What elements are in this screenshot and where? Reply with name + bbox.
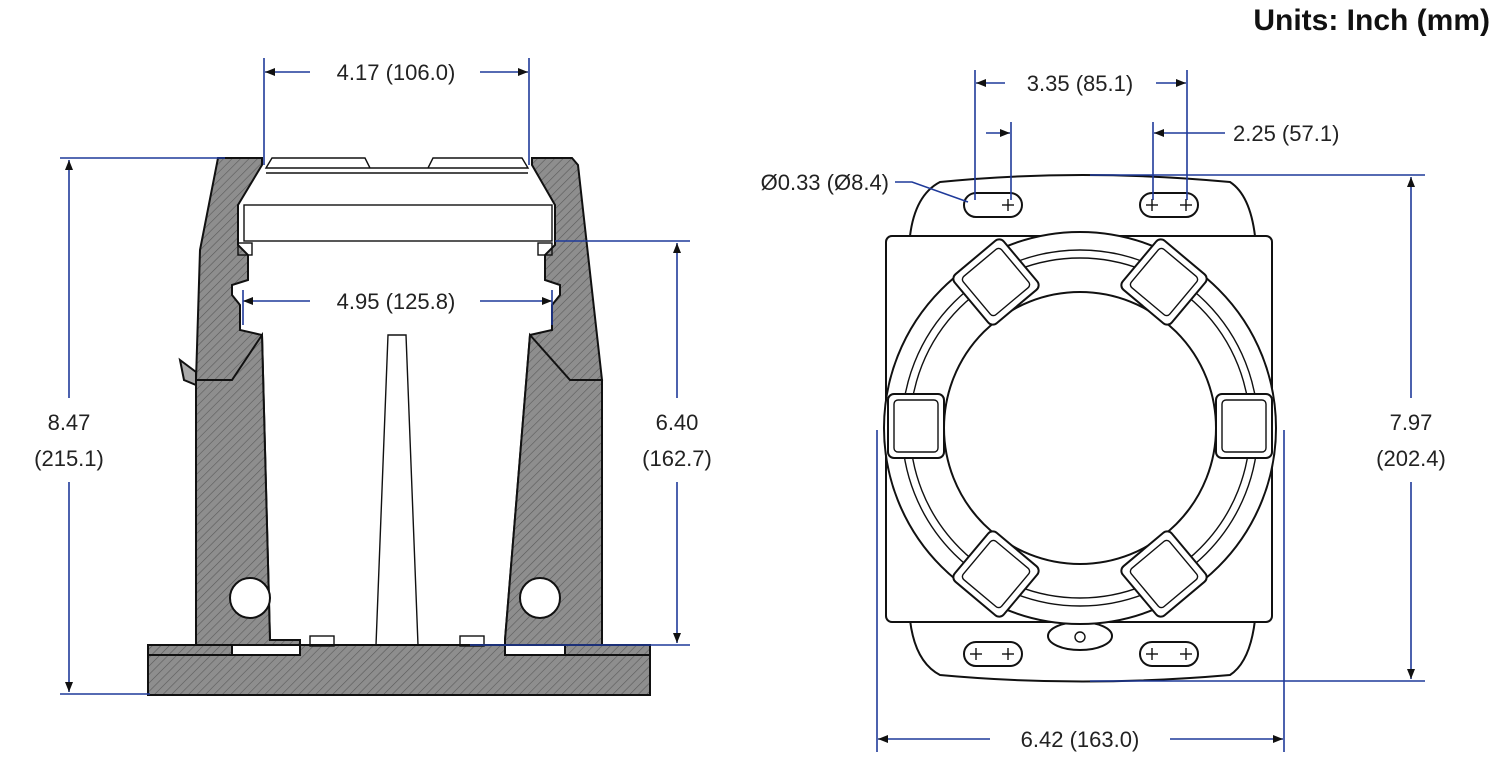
mounting-slots: [963, 192, 1199, 667]
side-section-view: [147, 157, 651, 696]
left-mount-hole: [229, 577, 271, 619]
plan-height-mm: (202.4): [1376, 446, 1446, 471]
slot-span-label: 3.35 (85.1): [1027, 71, 1133, 96]
inner-height-in: 6.40: [656, 410, 699, 435]
units-label: Units: Inch (mm): [1253, 4, 1490, 37]
right-mount-hole: [519, 577, 561, 619]
lens: [243, 204, 553, 242]
hole-diameter-label: Ø0.33 (Ø8.4): [761, 170, 889, 195]
center-reflector: [375, 334, 419, 646]
plan-dimensions: 3.35 (85.1) 2.25 (57.1) Ø0.33 (Ø8.4) 7.9…: [761, 70, 1446, 752]
plan-width-label: 6.42 (163.0): [1021, 727, 1140, 752]
top-width-label: 4.17 (106.0): [337, 60, 456, 85]
lens-window: [943, 291, 1217, 565]
inner-height-mm: (162.7): [642, 446, 712, 471]
base-section: [147, 644, 651, 696]
left-lower-wall: [195, 331, 301, 646]
inner-width-label: 4.95 (125.8): [337, 289, 456, 314]
side-dimensions: 4.17 (106.0) 4.95 (125.8) 8.47 (215.1) 6…: [34, 58, 712, 695]
overall-height-in: 8.47: [48, 410, 91, 435]
top-cover: [264, 157, 530, 169]
plan-view: [883, 174, 1277, 683]
cover-lugs: [887, 238, 1273, 618]
plan-height-in: 7.97: [1390, 410, 1433, 435]
slot-pitch-label: 2.25 (57.1): [1233, 121, 1339, 146]
overall-height-mm: (215.1): [34, 446, 104, 471]
top-mount-ear: [908, 174, 1257, 237]
